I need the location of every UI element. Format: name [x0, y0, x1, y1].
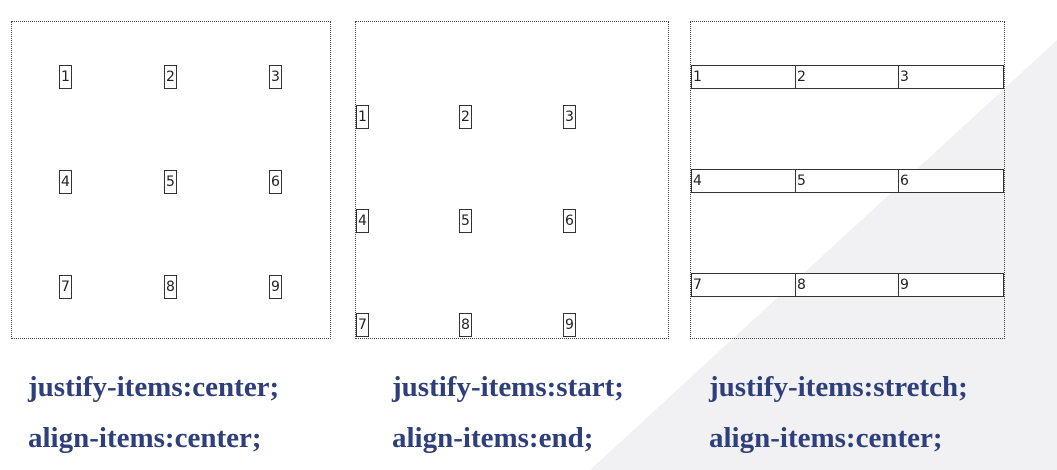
grid-item-9: 9 — [269, 275, 282, 299]
grid-item-7: 7 — [356, 313, 369, 337]
grid-item-9: 9 — [563, 313, 576, 337]
grid-item-8: 8 — [164, 275, 177, 299]
caption-justify-items: justify-items:start; — [392, 371, 624, 403]
caption-align-items: align-items:center; — [28, 422, 262, 454]
grid-item-2: 2 — [795, 65, 899, 89]
caption-justify-items: justify-items:center; — [28, 371, 280, 403]
grid-container-stretch-center: 1 2 3 4 5 6 7 8 9 — [690, 21, 1005, 339]
grid-item-3: 3 — [269, 65, 282, 89]
grid-item-5: 5 — [795, 169, 899, 193]
grid-item-7: 7 — [59, 275, 72, 299]
grid-item-2: 2 — [459, 105, 472, 129]
grid-item-6: 6 — [898, 169, 1004, 193]
grid-item-2: 2 — [164, 65, 177, 89]
grid-item-4: 4 — [356, 209, 369, 233]
grid-item-1: 1 — [356, 105, 369, 129]
caption-justify-items: justify-items:stretch; — [709, 371, 968, 403]
grid-item-1: 1 — [59, 65, 72, 89]
grid-item-5: 5 — [164, 170, 177, 194]
grid-item-8: 8 — [795, 273, 899, 297]
grid-container-start-end: 1 2 3 4 5 6 7 8 9 — [355, 21, 669, 339]
grid-item-6: 6 — [269, 170, 282, 194]
grid-item-3: 3 — [898, 65, 1004, 89]
grid-item-4: 4 — [691, 169, 796, 193]
grid-item-8: 8 — [459, 313, 472, 337]
grid-item-3: 3 — [563, 105, 576, 129]
grid-item-9: 9 — [898, 273, 1004, 297]
caption-align-items: align-items:center; — [709, 422, 943, 454]
caption-align-items: align-items:end; — [392, 422, 594, 454]
grid-item-5: 5 — [459, 209, 472, 233]
grid-item-6: 6 — [563, 209, 576, 233]
grid-item-7: 7 — [691, 273, 796, 297]
grid-item-4: 4 — [59, 170, 72, 194]
grid-item-1: 1 — [691, 65, 796, 89]
grid-container-center-center: 1 2 3 4 5 6 7 8 9 — [11, 21, 331, 339]
